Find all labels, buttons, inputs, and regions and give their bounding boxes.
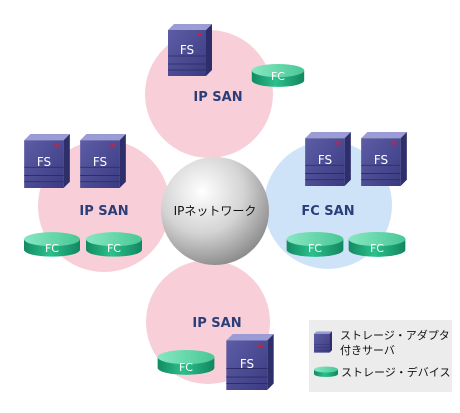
- cluster-bottom-label: IP SAN: [192, 316, 241, 331]
- legend-storage-icon: [314, 366, 338, 377]
- storage-icon: FC: [348, 232, 406, 257]
- storage-icon: FC: [251, 64, 305, 87]
- legend-server-label-line2: 付きサーバ: [340, 344, 395, 357]
- storage-icon: FC: [286, 232, 344, 257]
- storage-label: FC: [271, 70, 285, 83]
- server-icon: FS: [79, 133, 127, 189]
- server-label: FS: [93, 155, 107, 169]
- ip-network-sphere: [161, 157, 269, 265]
- server-label: FS: [318, 153, 332, 167]
- storage-label: FC: [308, 242, 322, 255]
- storage-label: FC: [370, 242, 384, 255]
- storage-label: FC: [107, 242, 121, 255]
- storage-icon: FC: [157, 350, 215, 375]
- server-label: FS: [180, 43, 194, 57]
- cluster-right-label: FC SAN: [301, 204, 354, 219]
- cluster-left-label: IP SAN: [79, 204, 128, 219]
- server-icon: FS: [225, 333, 275, 391]
- storage-icon: FC: [86, 232, 142, 257]
- legend-storage-label: ストレージ・デバイス: [341, 365, 450, 379]
- server-icon: FS: [360, 131, 408, 187]
- server-label: FS: [37, 155, 51, 169]
- legend-box: [309, 320, 452, 392]
- legend-server-icon: [313, 331, 333, 353]
- storage-label: FC: [45, 242, 59, 255]
- server-label: FS: [240, 357, 254, 371]
- server-label: FS: [374, 153, 388, 167]
- storage-label: FC: [179, 361, 193, 374]
- cluster-top-label: IP SAN: [193, 90, 242, 105]
- legend-server-label-line1: ストレージ・アダプタ: [340, 328, 450, 342]
- storage-icon: FC: [24, 232, 80, 257]
- server-icon: FS: [167, 23, 213, 77]
- server-icon: FS: [304, 131, 352, 187]
- legend: ストレージ・アダプタ 付きサーバ ストレージ・デバイス: [309, 320, 452, 392]
- center-label: IPネットワーク: [174, 204, 257, 218]
- server-icon: FS: [23, 133, 71, 189]
